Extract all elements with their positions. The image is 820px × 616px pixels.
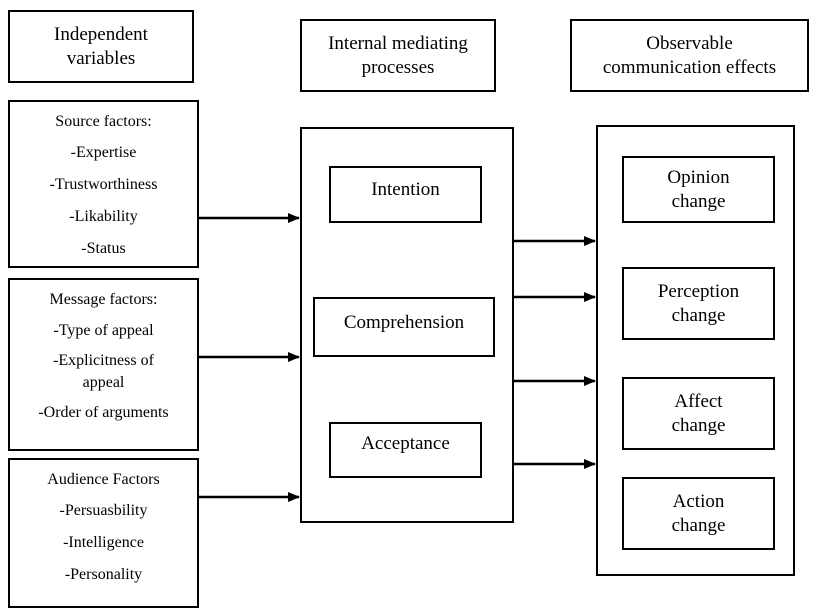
message-factors-box: Message factors: -Type of appeal -Explic… bbox=[8, 278, 199, 451]
source-item-likability: -Likability bbox=[69, 208, 138, 225]
source-factors-title: Source factors: bbox=[55, 113, 152, 130]
audience-item-intelligence: -Intelligence bbox=[63, 534, 144, 551]
effect-affect-line1: Affect bbox=[674, 390, 723, 412]
message-item-explicitness-line1: -Explicitness of bbox=[53, 352, 154, 369]
header-independent-variables: Independent variables bbox=[8, 10, 194, 83]
header-effects-line1: Observable bbox=[646, 32, 733, 54]
audience-factors-title: Audience Factors bbox=[47, 471, 160, 488]
effect-opinion-line1: Opinion bbox=[667, 166, 730, 188]
header-effects-line2: communication effects bbox=[602, 56, 777, 78]
source-factors-box: Source factors: -Expertise -Trustworthin… bbox=[8, 100, 199, 268]
header-independent-line2: variables bbox=[66, 47, 136, 69]
process-acceptance-label: Acceptance bbox=[361, 433, 450, 454]
source-item-trustworthiness: -Trustworthiness bbox=[49, 176, 158, 193]
process-intention: Intention bbox=[329, 166, 482, 223]
audience-factors-box: Audience Factors -Persuasbility -Intelli… bbox=[8, 458, 199, 608]
effect-action-line1: Action bbox=[672, 490, 725, 512]
header-mediating-line1: Internal mediating bbox=[328, 32, 468, 54]
effect-perception-line1: Perception bbox=[657, 280, 740, 302]
header-internal-mediating: Internal mediating processes bbox=[300, 19, 496, 92]
message-item-explicitness: -Explicitness of appeal bbox=[10, 350, 197, 394]
message-item-type-of-appeal: -Type of appeal bbox=[53, 322, 154, 339]
header-observable-effects: Observable communication effects bbox=[570, 19, 809, 92]
audience-item-persuasbility: -Persuasbility bbox=[59, 502, 148, 519]
effect-affect-change: Affect change bbox=[622, 377, 775, 450]
process-intention-label: Intention bbox=[371, 179, 440, 200]
effect-perception-line2: change bbox=[671, 304, 726, 326]
effect-action-change: Action change bbox=[622, 477, 775, 550]
source-item-expertise: -Expertise bbox=[70, 144, 137, 161]
effect-perception-change: Perception change bbox=[622, 267, 775, 340]
process-comprehension-label: Comprehension bbox=[343, 312, 465, 333]
effect-opinion-change: Opinion change bbox=[622, 156, 775, 223]
effect-affect-line2: change bbox=[671, 414, 726, 436]
process-acceptance: Acceptance bbox=[329, 422, 482, 478]
effect-action-line2: change bbox=[671, 514, 726, 536]
process-comprehension: Comprehension bbox=[313, 297, 495, 357]
header-mediating-line2: processes bbox=[361, 56, 435, 78]
message-item-order-of-arguments: -Order of arguments bbox=[38, 404, 169, 421]
message-factors-title: Message factors: bbox=[49, 291, 158, 308]
message-item-explicitness-line2: appeal bbox=[82, 374, 125, 391]
effect-opinion-line2: change bbox=[671, 190, 726, 212]
source-item-status: -Status bbox=[81, 240, 126, 257]
header-independent-line1: Independent bbox=[54, 23, 148, 45]
audience-item-personality: -Personality bbox=[64, 566, 143, 583]
